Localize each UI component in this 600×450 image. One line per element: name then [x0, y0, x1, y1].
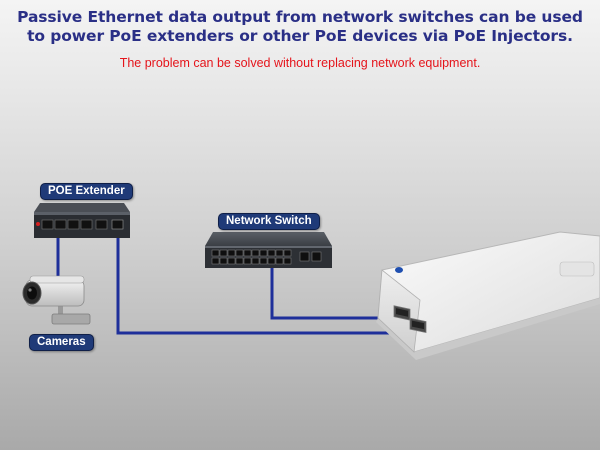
poe-extender-device	[34, 203, 130, 238]
poe-extender-label: POE Extender	[40, 183, 133, 200]
network-switch-label: Network Switch	[218, 213, 320, 230]
cameras-label: Cameras	[29, 334, 94, 351]
subline: The problem can be solved without replac…	[119, 56, 481, 70]
cable-switch-to-injector	[270, 268, 395, 320]
headline-line-1: Passive Ethernet data output from networ…	[17, 8, 583, 26]
network-switch-device	[205, 232, 332, 268]
headline: Passive Ethernet data output from networ…	[0, 8, 600, 46]
camera-device	[22, 275, 91, 325]
headline-line-2: to power PoE extenders or other PoE devi…	[27, 27, 573, 45]
cable-injector-to-extender	[116, 226, 414, 335]
poe-injector-device	[376, 231, 600, 360]
